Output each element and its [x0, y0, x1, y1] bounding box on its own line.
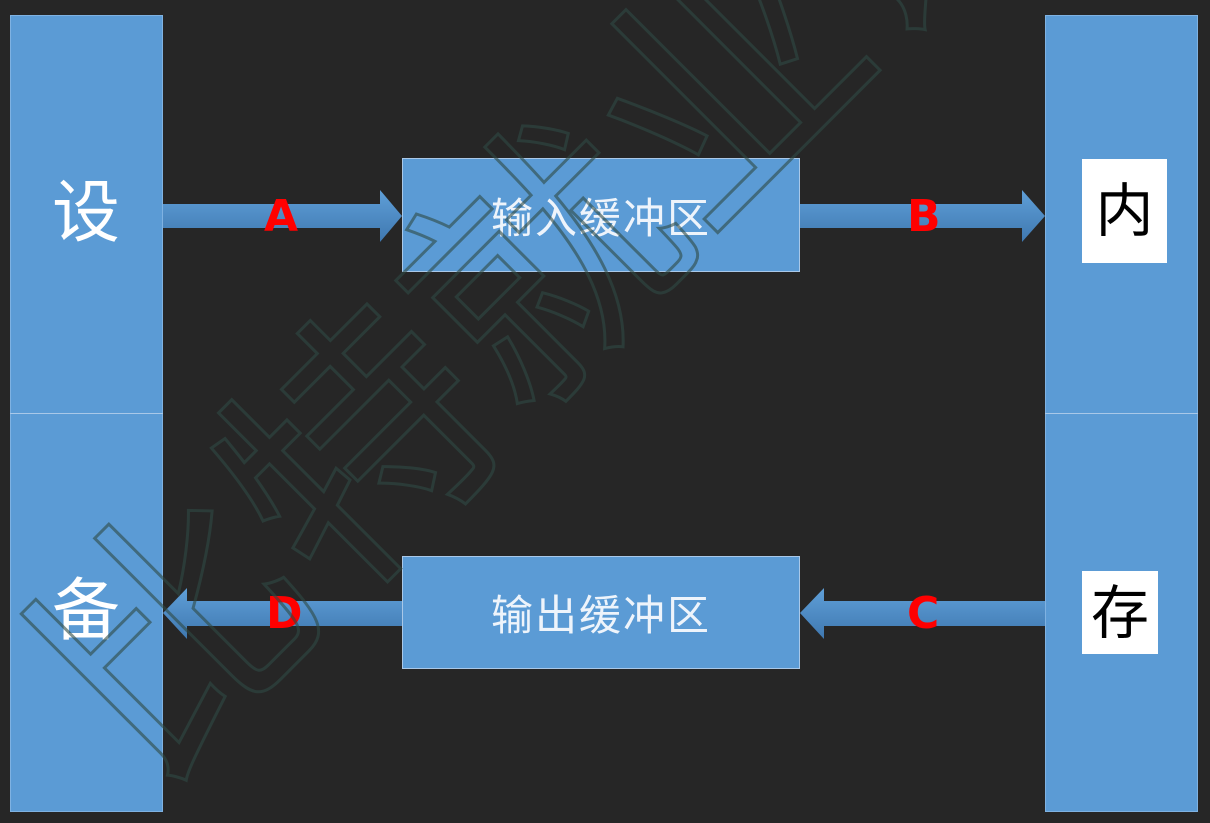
arrow-a-label: A [264, 191, 299, 242]
arrow-c-shape [800, 588, 1045, 639]
input-buffer-box: 输入缓冲区 [402, 158, 800, 272]
memory-divider [1045, 413, 1198, 414]
arrow-a-shape [163, 190, 402, 242]
arrow-b-label: B [907, 191, 941, 242]
arrow-c-label: C [907, 588, 940, 639]
memory-top-char: 内 [1082, 159, 1167, 263]
device-top-char: 设 [51, 174, 120, 253]
device-divider [10, 413, 163, 414]
output-buffer-box: 输出缓冲区 [402, 556, 800, 669]
memory-bottom-char: 存 [1082, 571, 1158, 654]
device-bottom-char: 备 [51, 572, 120, 651]
arrow-d-shape [163, 588, 402, 639]
arrow-b-shape [800, 190, 1045, 242]
input-buffer-label: 输入缓冲区 [490, 193, 711, 243]
output-buffer-label: 输出缓冲区 [490, 591, 711, 640]
arrow-d-label: D [266, 588, 303, 639]
